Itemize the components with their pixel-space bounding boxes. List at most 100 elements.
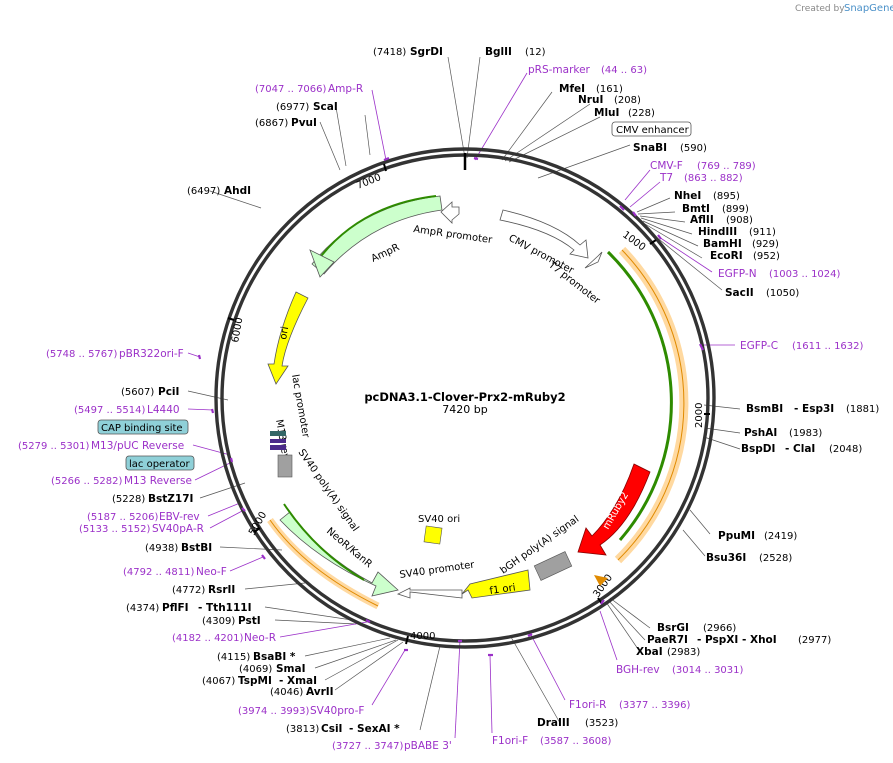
site-paer7i[interactable]: PaeR7I: [647, 634, 688, 646]
site-pflfi[interactable]: PflFI: [162, 602, 189, 614]
primer-l4440-range: (5497 .. 5514): [74, 405, 146, 416]
site-bsabi[interactable]: BsaBI *: [253, 651, 296, 663]
site-ecori[interactable]: EcoRI: [710, 250, 743, 262]
primer-bgh-rev[interactable]: BGH-rev: [616, 664, 660, 676]
cmv-promoter-arrow: [499, 209, 589, 259]
site-drui[interactable]: NruI: [578, 94, 603, 106]
primer-sv40pa-r[interactable]: SV40pA-R: [152, 523, 204, 535]
site-tspmi[interactable]: TspMI: [238, 675, 272, 687]
site-clai[interactable]: - ClaI: [785, 443, 815, 455]
site-ecori-coord: (952): [753, 251, 780, 262]
site-pcii[interactable]: PciI: [158, 386, 179, 398]
site-tth111i[interactable]: - Tth111I: [198, 602, 252, 614]
primer-f1ori-f[interactable]: F1ori-F: [492, 735, 528, 747]
sv40-promoter-label: SV40 promoter: [399, 559, 476, 581]
primer-m13-reverse[interactable]: M13 Reverse: [124, 475, 192, 487]
site-bstz17i[interactable]: BstZ17I: [148, 493, 193, 505]
site-hindiii[interactable]: HindIII: [698, 226, 737, 238]
primer-amp-r[interactable]: Amp-R: [328, 83, 363, 95]
primer-neo-f[interactable]: Neo-F: [196, 566, 227, 578]
primer-pbabe3[interactable]: pBABE 3': [404, 740, 452, 752]
site-nhei[interactable]: NheI: [674, 190, 701, 202]
site-esp3i[interactable]: - Esp3I: [794, 403, 834, 415]
site-mlui[interactable]: MluI: [594, 107, 619, 119]
site-draiii[interactable]: DraIII: [537, 717, 570, 729]
site-mfei-coord: (161): [596, 84, 623, 95]
site-ppumi[interactable]: PpuMI: [718, 530, 755, 542]
site-avrii-coord: (4046): [270, 687, 303, 698]
site-nrui-coord: (208): [614, 95, 641, 106]
neor-band-edge: [269, 519, 379, 607]
site-tspmi-coord: (4067): [202, 676, 235, 687]
ori-label: ori: [278, 326, 291, 341]
ori-arrow: [267, 291, 309, 385]
site-mfei[interactable]: MfeI: [559, 83, 585, 95]
site-nhei-coord: (895): [713, 191, 740, 202]
mruby2-arrow: [577, 463, 651, 556]
site-csii[interactable]: CsiI: [321, 723, 342, 735]
site-aflii[interactable]: AflII: [690, 214, 714, 226]
backbone-outer: [214, 147, 716, 649]
site-bstbi[interactable]: BstBI: [181, 542, 212, 554]
site-rsrii[interactable]: RsrII: [208, 584, 235, 596]
primer-egfp-n-range: (1003 .. 1024): [769, 269, 841, 280]
site-bmti[interactable]: BmtI: [682, 203, 710, 215]
site-bamhi-coord: (929): [752, 239, 779, 250]
primer-egfp-n[interactable]: EGFP-N: [718, 268, 757, 280]
primer-f1ori-r[interactable]: F1ori-R: [569, 699, 606, 711]
m13-mark: [270, 445, 286, 450]
site-bsmbi[interactable]: BsmBI: [746, 403, 783, 415]
primer-cmv-f[interactable]: CMV-F: [650, 160, 683, 172]
site-bamhi[interactable]: BamHI: [703, 238, 742, 250]
primer-m13puc-reverse[interactable]: M13/pUC Reverse: [91, 440, 184, 452]
site-pshai[interactable]: PshAI: [744, 427, 777, 439]
site-ahdi[interactable]: AhdI: [224, 185, 251, 197]
site-pspxi[interactable]: - PspXI - XhoI: [697, 634, 777, 646]
site-snabi[interactable]: SnaBI: [633, 142, 667, 154]
lac-operator-mark: [270, 439, 286, 443]
site-scai[interactable]: ScaI: [313, 101, 338, 113]
cap-binding-box: [97, 419, 189, 435]
site-pshai-coord: (1983): [789, 428, 822, 439]
f1-ori-arrow: [461, 569, 531, 599]
primer-amp-r-range: (7047 .. 7066): [255, 84, 327, 95]
primer-neo-r[interactable]: Neo-R: [244, 632, 276, 644]
primer-sv40pro-f[interactable]: SV40pro-F: [310, 705, 364, 717]
site-bsrgi[interactable]: BsrGI: [657, 622, 689, 634]
sv40-polya-label: SV40 poly(A) signal: [296, 447, 361, 533]
primer-f1ori-f-range: (3587 .. 3608): [540, 736, 612, 747]
primer-egfp-c-range: (1611 .. 1632): [792, 341, 864, 352]
site-bspdi-coord: (2048): [829, 444, 862, 455]
cap-binding-mark: [270, 431, 286, 436]
site-smai[interactable]: SmaI: [276, 663, 306, 675]
primer-egfp-c[interactable]: EGFP-C: [740, 340, 778, 352]
tick-6000: 6000: [230, 317, 245, 344]
site-xmai[interactable]: - XmaI: [279, 675, 317, 687]
primer-l4440[interactable]: L4440: [147, 404, 180, 416]
ampr-promoter-label: AmpR promoter: [413, 224, 494, 246]
site-avrii[interactable]: AvrII: [306, 686, 334, 698]
clover-arrowhead: [594, 575, 608, 586]
primer-f1ori-r-range: (3377 .. 3396): [619, 700, 691, 711]
snapgene-logo: SnapGene: [844, 3, 893, 14]
primer-sv40pa-r-range: (5133 .. 5152): [79, 524, 151, 535]
primer-pbr322ori-f[interactable]: pBR322ori-F: [119, 348, 184, 360]
cmv-enhancer-label: CMV enhancer: [616, 125, 690, 136]
site-bspdi[interactable]: BspDI: [741, 443, 775, 455]
cmv-enhancer-box: [611, 121, 692, 137]
site-bmti-coord: (899): [722, 204, 749, 215]
site-pvui[interactable]: PvuI: [291, 117, 317, 129]
primer-cmv-f-range: (769 .. 789): [697, 161, 756, 172]
primer-ebv-rev[interactable]: EBV-rev: [159, 511, 200, 523]
site-sgrdi[interactable]: SgrDI: [410, 46, 443, 58]
primer-t7[interactable]: T7: [659, 172, 673, 184]
site-psti[interactable]: PstI: [238, 615, 261, 627]
site-bglii[interactable]: BglII: [485, 46, 512, 58]
site-sacii[interactable]: SacII: [725, 287, 754, 299]
site-xbai[interactable]: XbaI: [636, 646, 663, 658]
site-bsmbi-coord: (1881): [846, 404, 879, 415]
site-sexai[interactable]: - SexAI *: [349, 723, 400, 735]
primer-prs-marker[interactable]: pRS-marker: [528, 64, 591, 76]
site-bsu36i[interactable]: Bsu36I: [706, 552, 746, 564]
